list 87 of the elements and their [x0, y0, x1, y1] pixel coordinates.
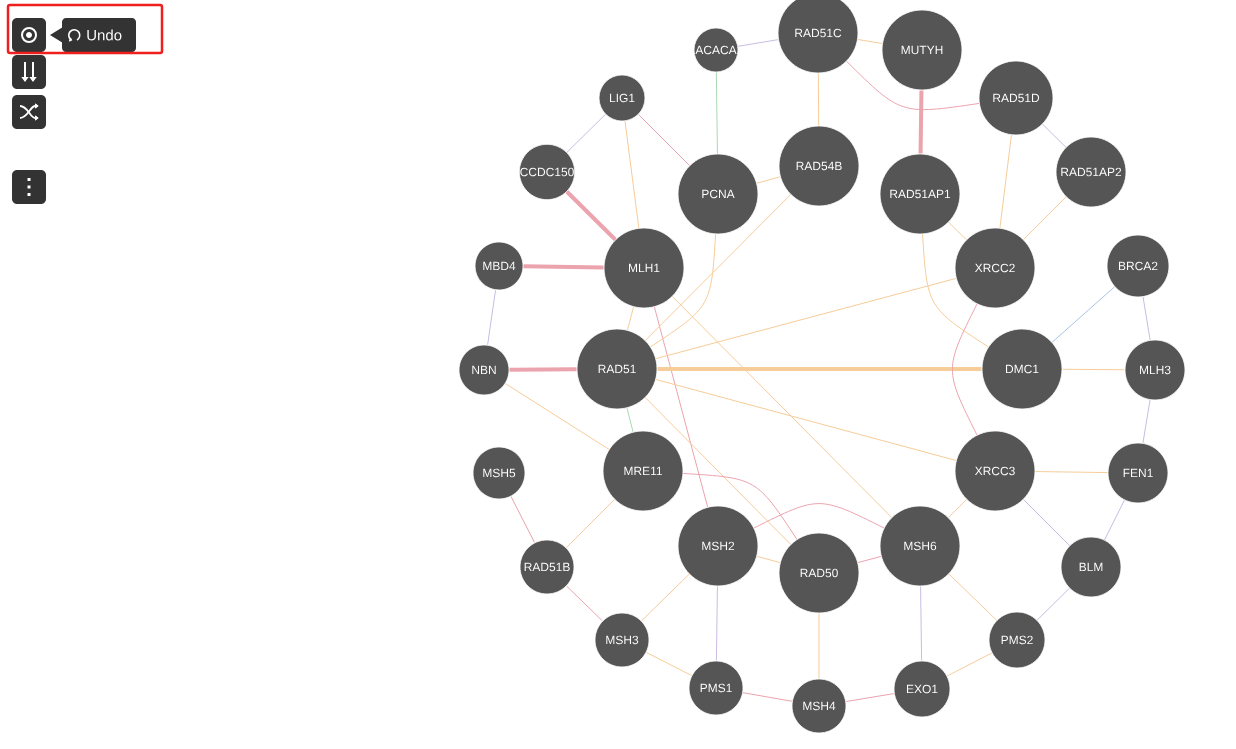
gene-node: RAD51AP1 [879, 153, 961, 235]
network-edge [947, 498, 968, 519]
gene-node: BLM [1060, 536, 1122, 598]
gene-node: XRCC3 [954, 430, 1036, 512]
network-edge [946, 652, 993, 677]
network-edge [948, 573, 998, 621]
network-edge [920, 585, 923, 662]
gene-node: LIG1 [598, 74, 646, 122]
network-edge [645, 651, 693, 677]
gene-node: RAD51 [576, 328, 658, 410]
network-edge [742, 692, 793, 702]
network-edge [653, 306, 709, 508]
network-edge [1022, 498, 1071, 547]
network-edge [637, 113, 691, 167]
network-edge [509, 367, 577, 372]
network-edge [922, 233, 989, 348]
network-edge [1036, 587, 1070, 621]
network-edge [487, 289, 497, 346]
gene-node: RAD51C [777, 0, 859, 74]
gene-node: EXO1 [893, 660, 951, 718]
network-edge [566, 585, 603, 622]
network-edge [951, 303, 978, 436]
gene-node: NBN [458, 344, 510, 396]
gene-node: RAD51B [519, 539, 575, 595]
network-edge [756, 176, 781, 184]
gene-node: FEN1 [1107, 442, 1169, 504]
gene-node: PMS1 [688, 660, 744, 716]
gene-node: PCNA [677, 153, 759, 235]
network-edge [640, 573, 690, 622]
gene-node: MSH3 [594, 612, 650, 668]
gene-node: RAD54B [778, 125, 860, 207]
network-edge [857, 38, 883, 44]
gene-node: BRCA2 [1106, 234, 1170, 298]
gene-node: MLH1 [603, 227, 685, 309]
network-edge [715, 585, 718, 662]
gene-node: XRCC2 [954, 227, 1036, 309]
network-edge [1142, 399, 1151, 444]
network-edge [650, 233, 717, 348]
network-edge [999, 134, 1012, 229]
gene-node: CCDC150 [518, 143, 576, 201]
gene-node: RAD51D [978, 60, 1054, 136]
network-edge [1051, 286, 1116, 343]
network-edge [671, 296, 893, 518]
network-edge [948, 221, 967, 241]
gene-node: MSH2 [677, 505, 759, 587]
gene-node: MUTYH [881, 9, 963, 91]
network-edge [737, 39, 779, 47]
network-edge [682, 472, 798, 540]
gene-node: MSH5 [472, 446, 526, 500]
network-edge [1022, 196, 1067, 241]
network-edge [510, 495, 536, 544]
network-edge [644, 194, 792, 341]
network-edge [753, 503, 885, 529]
network-edge [1104, 499, 1125, 541]
gene-node: RAD50 [778, 532, 860, 614]
network-edge [1034, 471, 1109, 474]
network-edge [565, 498, 616, 549]
gene-node: MRE11 [602, 430, 684, 512]
network-edge [624, 120, 640, 229]
gene-node: MLH3 [1124, 339, 1186, 401]
gene-node: PMS2 [988, 611, 1046, 669]
gene-node: MSH6 [879, 505, 961, 587]
gene-node: ACACA [693, 27, 739, 73]
network-edge [817, 72, 820, 127]
network-edge [523, 264, 604, 270]
network-edge [644, 397, 792, 545]
gene-node: DMC1 [981, 328, 1063, 410]
network-edge [1142, 296, 1151, 341]
network-edge [1061, 368, 1126, 371]
network-edge [655, 378, 957, 461]
network-edge [657, 367, 982, 371]
network-edge [845, 693, 895, 703]
network-edge [715, 71, 718, 155]
network-edge [857, 555, 882, 564]
network-edge [504, 383, 610, 450]
network-edge [846, 60, 980, 111]
gene-node: MBD4 [474, 241, 524, 291]
network-edge [626, 407, 634, 433]
tooltip: Undo [50, 18, 136, 52]
network-edge [756, 555, 781, 564]
gene-node: RAD51AP2 [1055, 136, 1127, 208]
gene-node: MSH4 [791, 678, 847, 734]
network-edge [1042, 123, 1067, 148]
network-edge [626, 306, 635, 331]
network-edge [818, 612, 820, 680]
network-edge [918, 90, 924, 154]
network-edge [655, 277, 957, 360]
